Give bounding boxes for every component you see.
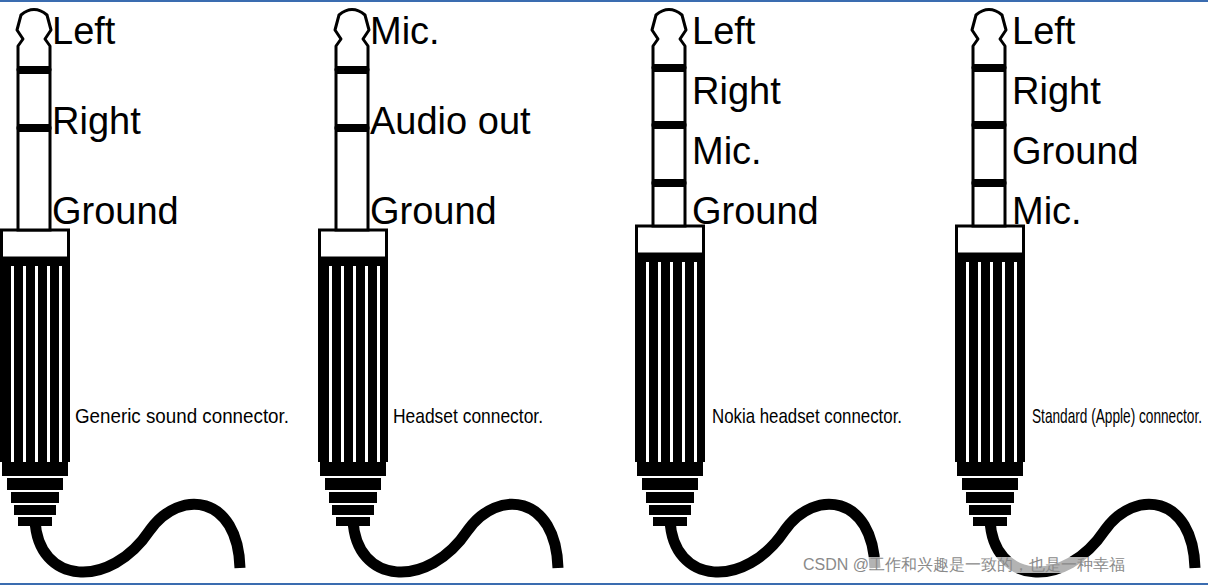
strain-relief xyxy=(969,505,1011,515)
strain-relief xyxy=(329,492,377,503)
collar xyxy=(2,230,69,258)
connector-caption: Headset connector. xyxy=(393,405,543,426)
strain-relief xyxy=(642,478,698,490)
sleeve xyxy=(336,128,368,230)
pin-label: Right xyxy=(1012,72,1101,110)
tip xyxy=(17,10,51,71)
insulator-band xyxy=(652,179,686,187)
handle-stripe xyxy=(341,266,344,462)
jack-plug xyxy=(635,10,875,573)
strain-relief xyxy=(320,462,386,476)
tip xyxy=(335,10,369,71)
pin-label: Ground xyxy=(1012,132,1139,170)
handle-stripe xyxy=(59,266,62,462)
strain-relief xyxy=(332,505,374,515)
insulator-band xyxy=(972,64,1006,72)
sleeve xyxy=(973,183,1005,226)
handle-stripe xyxy=(658,262,661,462)
ring-segment xyxy=(973,68,1005,125)
strain-relief xyxy=(637,462,703,476)
tip xyxy=(652,10,686,69)
strain-relief xyxy=(11,492,59,503)
strain-relief xyxy=(646,492,694,503)
handle-stripe xyxy=(377,266,380,462)
pin-label: Mic. xyxy=(370,12,440,50)
strain-relief xyxy=(14,505,56,515)
strain-relief xyxy=(973,517,1007,526)
pin-label: Left xyxy=(1012,12,1075,50)
handle-stripe xyxy=(682,262,685,462)
handle xyxy=(955,254,1025,462)
strain-relief xyxy=(2,462,68,476)
jack-plug xyxy=(955,10,1195,573)
pin-label: Audio out xyxy=(370,102,531,140)
strain-relief xyxy=(336,517,370,526)
ring-segment xyxy=(18,70,50,128)
insulator-band xyxy=(652,121,686,129)
tip xyxy=(972,10,1006,69)
pin-label: Left xyxy=(52,12,115,50)
strain-relief xyxy=(649,505,691,515)
strain-relief xyxy=(325,478,381,490)
strain-relief xyxy=(957,462,1023,476)
handle-stripe xyxy=(966,262,969,462)
insulator-band xyxy=(652,64,686,72)
insulator-band xyxy=(335,66,369,74)
cable xyxy=(35,504,240,572)
handle-stripe xyxy=(694,262,697,462)
handle-stripe xyxy=(365,266,368,462)
handle-stripe xyxy=(670,262,673,462)
pin-label: Ground xyxy=(692,192,819,230)
ring-segment xyxy=(653,68,685,125)
insulator-band xyxy=(972,121,1006,129)
handle xyxy=(0,258,70,462)
pin-label: Right xyxy=(692,72,781,110)
sleeve xyxy=(653,183,685,226)
handle-stripe xyxy=(353,266,356,462)
cable xyxy=(353,504,558,572)
handle-stripe xyxy=(35,266,38,462)
handle-stripe xyxy=(646,262,649,462)
insulator-band xyxy=(17,66,51,74)
ring-segment xyxy=(336,70,368,128)
collar xyxy=(637,226,704,254)
frame-line xyxy=(0,583,1208,585)
handle-stripe xyxy=(1002,262,1005,462)
pin-label: Mic. xyxy=(1012,192,1082,230)
handle-stripe xyxy=(329,266,332,462)
insulator-band xyxy=(972,179,1006,187)
connector-caption: Nokia headset connector. xyxy=(712,405,902,426)
strain-relief xyxy=(653,517,687,526)
collar xyxy=(320,230,387,258)
pin-label: Right xyxy=(52,102,141,140)
insulator-band xyxy=(17,124,51,132)
pin-label: Ground xyxy=(370,192,497,230)
handle xyxy=(318,258,388,462)
jack-plug xyxy=(318,10,558,573)
strain-relief xyxy=(7,478,63,490)
insulator-band xyxy=(335,124,369,132)
connector-caption: Generic sound connector. xyxy=(75,405,289,426)
handle-stripe xyxy=(990,262,993,462)
handle-stripe xyxy=(978,262,981,462)
watermark: CSDN @工作和兴趣是一致的，也是一种幸福 xyxy=(803,557,1125,573)
handle-stripe xyxy=(47,266,50,462)
ring-segment xyxy=(973,125,1005,183)
ring-segment xyxy=(653,125,685,183)
pin-label: Mic. xyxy=(692,132,762,170)
handle-stripe xyxy=(11,266,14,462)
connector-caption: Standard (Apple) connector. xyxy=(1032,405,1202,426)
handle xyxy=(635,254,705,462)
handle-stripe xyxy=(1014,262,1017,462)
jack-plug xyxy=(0,10,240,573)
strain-relief xyxy=(962,478,1018,490)
pin-label: Left xyxy=(692,12,755,50)
strain-relief xyxy=(18,517,52,526)
pin-label: Ground xyxy=(52,192,179,230)
handle-stripe xyxy=(23,266,26,462)
sleeve xyxy=(18,128,50,230)
strain-relief xyxy=(966,492,1014,503)
frame-line xyxy=(0,0,1208,2)
collar xyxy=(957,226,1024,254)
